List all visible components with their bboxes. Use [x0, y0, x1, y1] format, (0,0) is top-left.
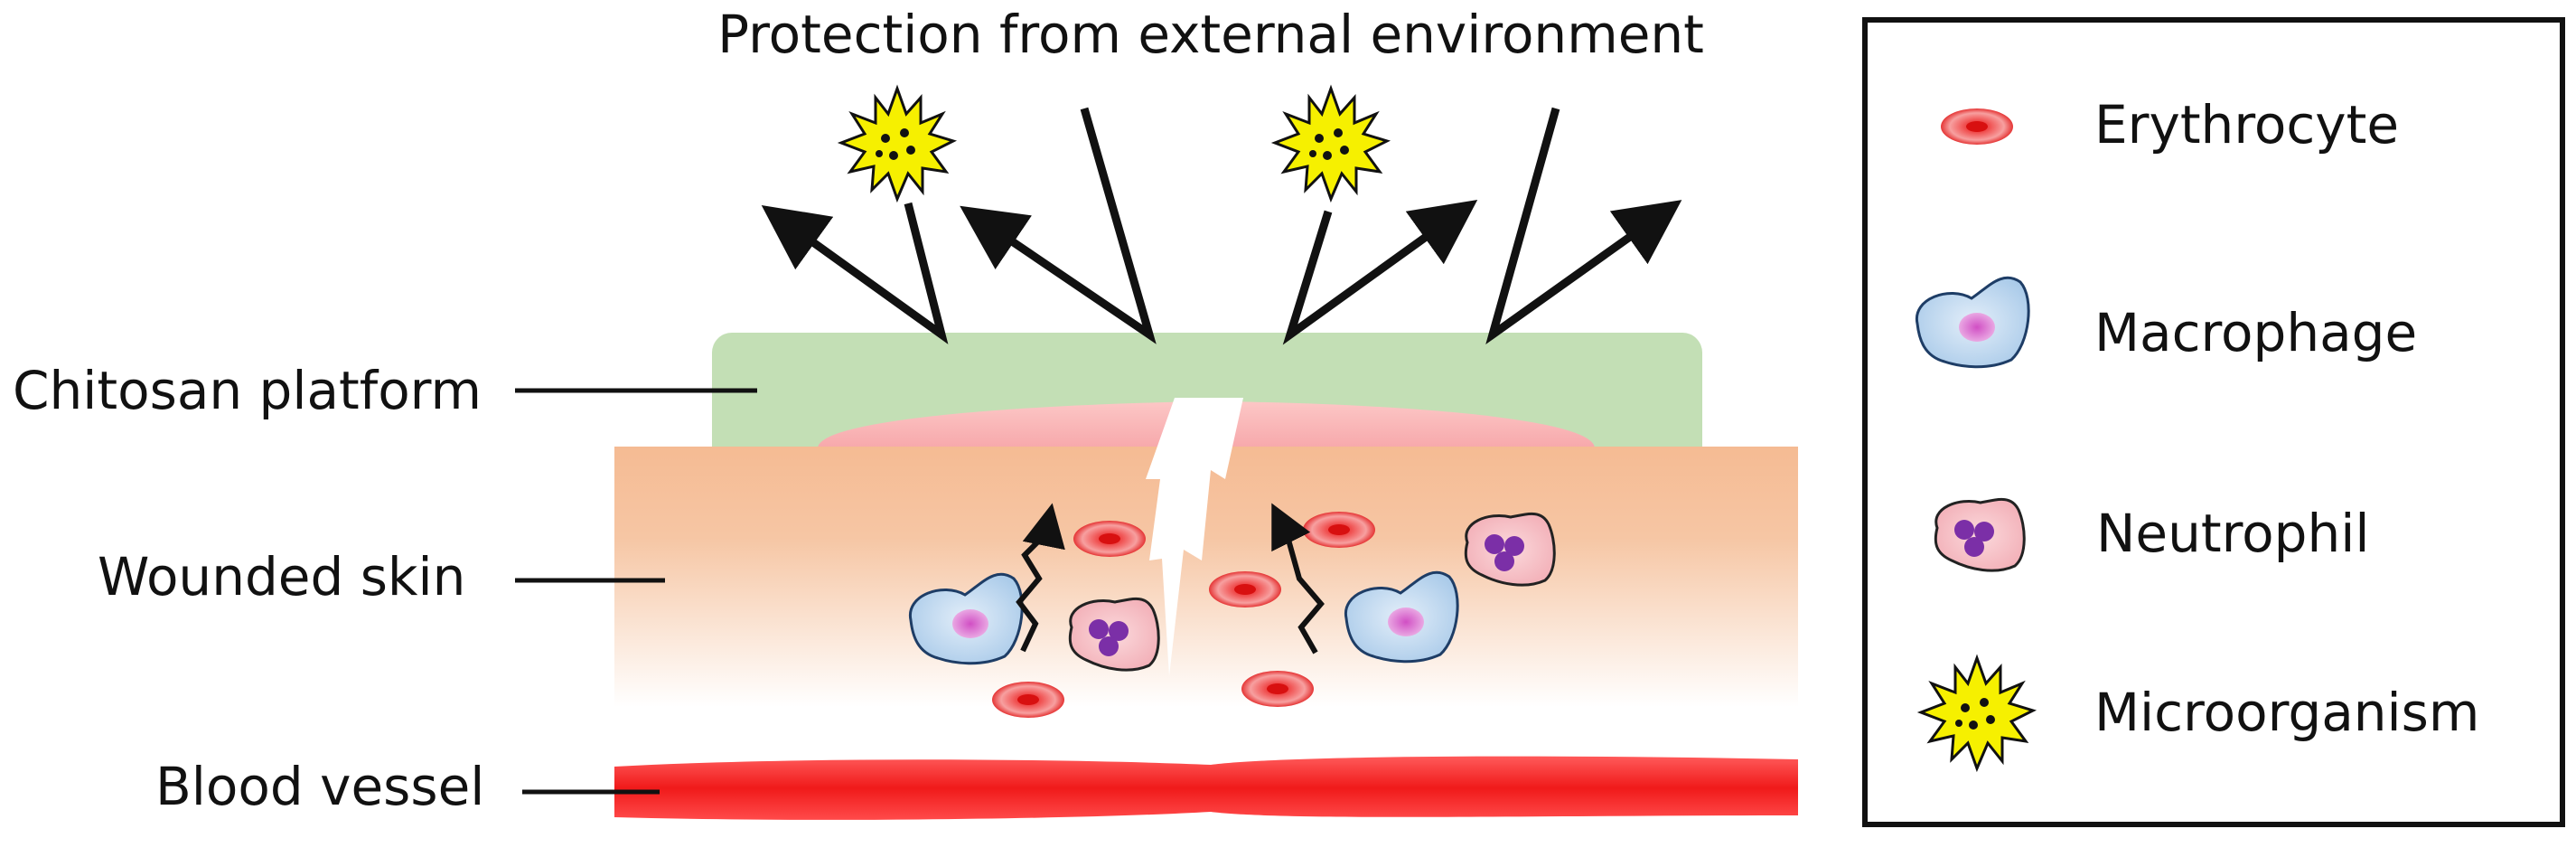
deflected-arrow-icon — [1485, 107, 1682, 345]
microorganism-icon — [839, 87, 955, 201]
deflected-arrow-icon — [1282, 199, 1478, 345]
label-blood-vessel: Blood vessel — [155, 756, 484, 817]
legend-label-microorganism: Microorganism — [2094, 682, 2479, 743]
legend-label-erythrocyte: Erythrocyte — [2094, 94, 2399, 155]
red-blood-cell-icon — [1941, 108, 2013, 145]
legend-label-neutrophil: Neutrophil — [2096, 503, 2369, 564]
deflected-arrow-icon — [761, 202, 949, 344]
red-blood-cell-icon — [1303, 512, 1375, 548]
legend-item-neutrophil: Neutrophil — [1934, 497, 2369, 572]
legend-item-macrophage: Macrophage — [1915, 276, 2417, 369]
neutrophil-cell-icon — [1068, 597, 1160, 672]
red-blood-cell-icon — [1073, 521, 1146, 557]
label-chitosan-platform: Chitosan platform — [13, 360, 482, 421]
legend-item-erythrocyte: Erythrocyte — [1941, 94, 2399, 155]
red-blood-cell-icon — [992, 682, 1064, 718]
blood-vessel-layer — [614, 756, 1798, 820]
legend-label-macrophage: Macrophage — [2094, 302, 2417, 363]
neutrophil-cell-icon — [1464, 512, 1556, 587]
red-blood-cell-icon — [1209, 571, 1281, 607]
legend-item-microorganism: Microorganism — [1919, 656, 2479, 770]
lightning-crack-icon — [1146, 398, 1243, 676]
wavy-arrow-icon — [1271, 503, 1325, 655]
neutrophil-cell-icon — [1934, 497, 2026, 572]
deflected-arrow-icon — [960, 107, 1157, 344]
label-wounded-skin: Wounded skin — [98, 546, 465, 607]
wavy-arrow-icon — [1016, 503, 1065, 653]
microorganism-icon — [1273, 87, 1389, 201]
diagram-title: Protection from external environment — [717, 4, 1704, 65]
red-blood-cell-icon — [1241, 671, 1314, 707]
